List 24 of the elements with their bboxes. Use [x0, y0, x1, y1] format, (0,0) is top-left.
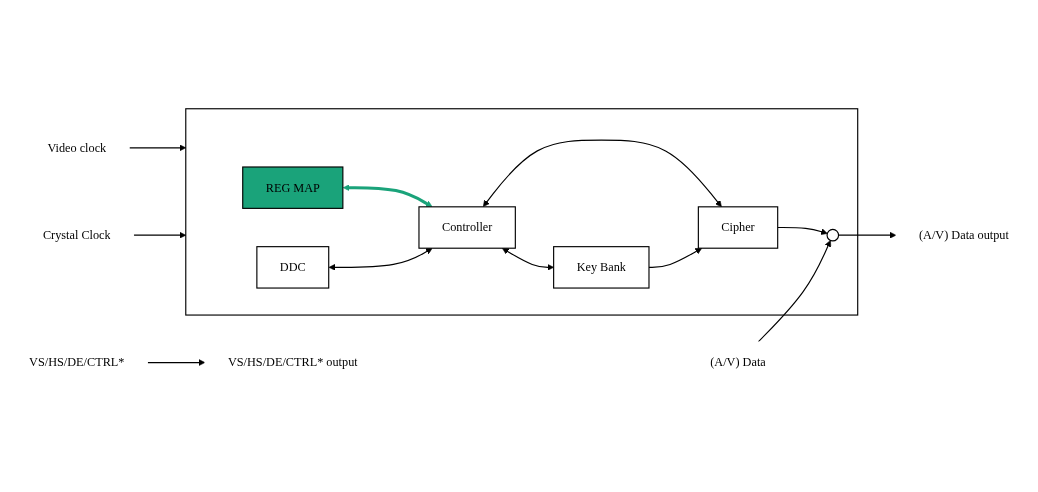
- node-box: Controller: [418, 206, 516, 249]
- node-circle: [826, 228, 840, 242]
- arrow: [648, 247, 703, 268]
- arrow: [146, 359, 206, 366]
- arrow: [128, 144, 187, 152]
- arrow: [342, 184, 433, 208]
- arrow: [483, 139, 722, 208]
- cluster: [185, 108, 859, 316]
- node-text: Crystal Clock: [42, 228, 111, 242]
- node-box: DDC: [256, 246, 330, 289]
- node-text: (A/V) Data: [710, 355, 766, 369]
- node-text: VS/HS/DE/CTRL*: [29, 355, 125, 369]
- arrow: [757, 240, 832, 343]
- node-box: Key Bank: [553, 246, 650, 289]
- node-box: Cipher: [697, 206, 779, 249]
- arrow: [502, 248, 554, 271]
- node-text: (A/V) Data output: [919, 228, 1009, 242]
- arrow: [133, 231, 187, 239]
- node-box: REG MAP: [242, 166, 344, 209]
- node-text: VS/HS/DE/CTRL* output: [227, 355, 358, 369]
- arrow: [328, 247, 433, 271]
- arrow: [777, 226, 828, 235]
- arrow: [837, 231, 897, 239]
- node-text: Video clock: [47, 140, 107, 154]
